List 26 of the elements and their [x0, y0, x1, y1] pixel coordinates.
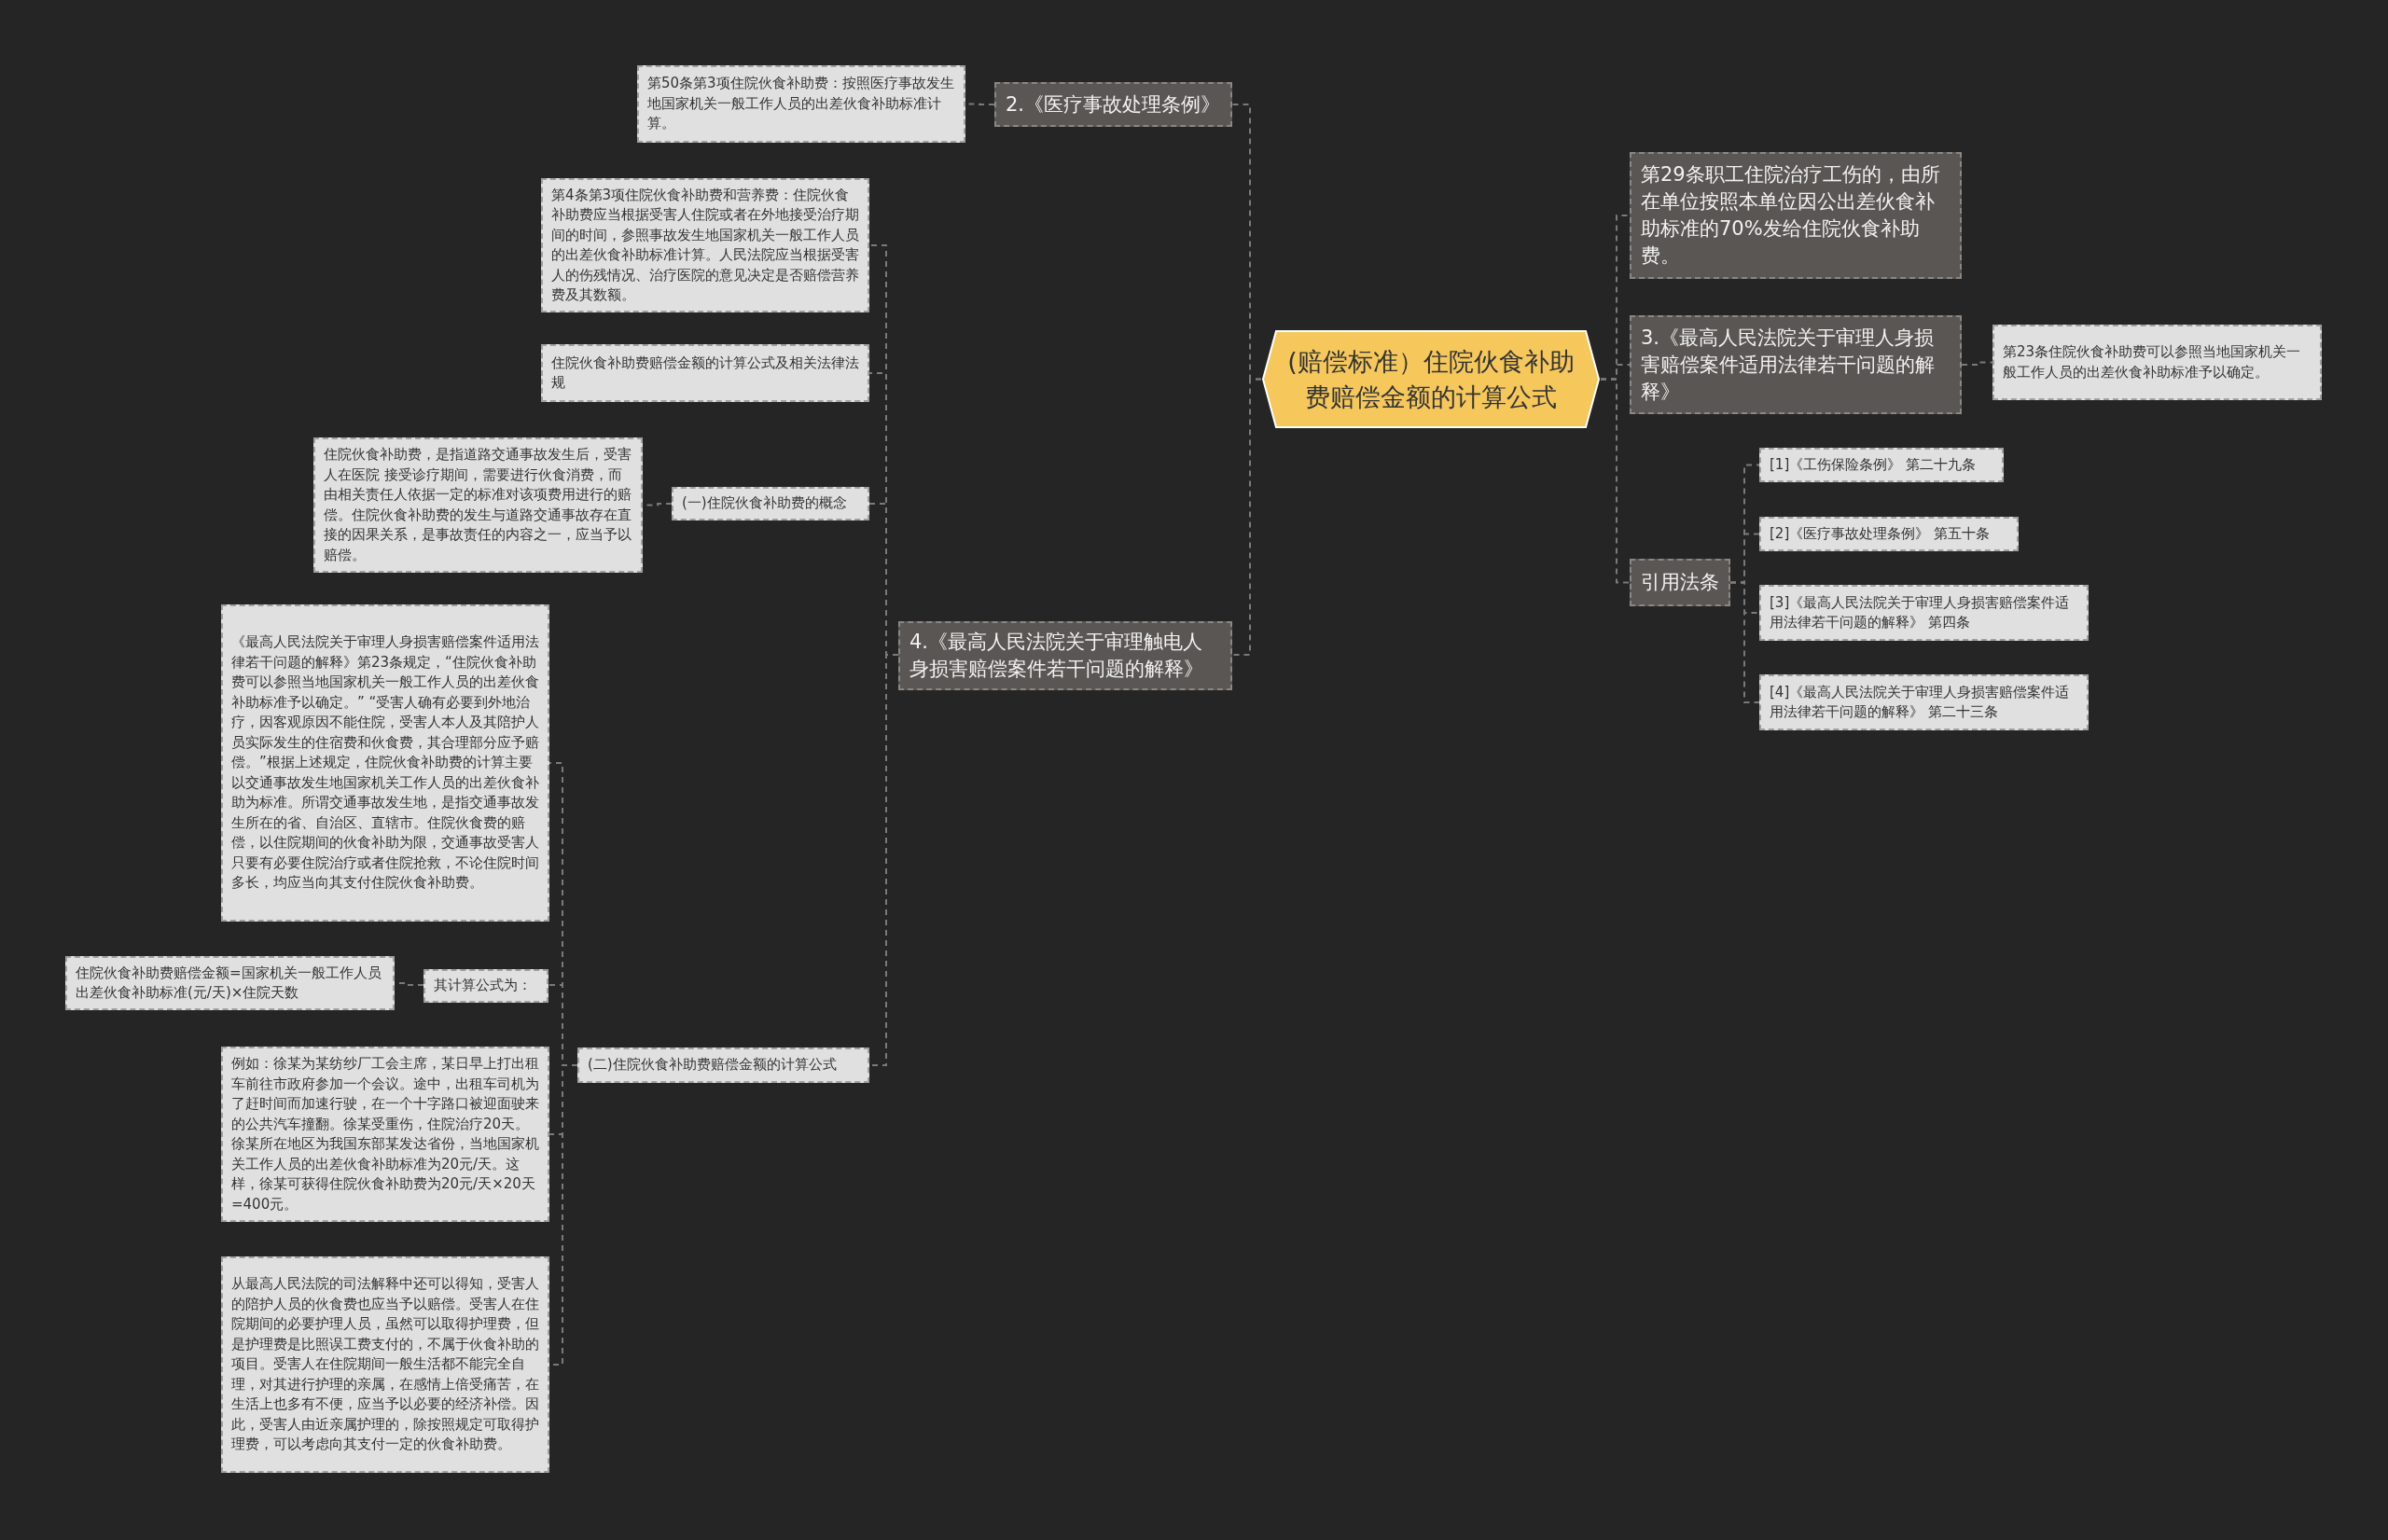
note-box: [2]《医疗事故处理条例》 第五十条: [1759, 517, 2019, 551]
note-box: 第4条第3项住院伙食补助费和营养费：住院伙食补助费应当根据受害人住院或者在外地接受治疗期间的时间，参照事故发生地国家机关一般工作人员的出差伙食补助标准计算。人民法院应当根据受害人的伤残情况、治疗医院的意见决定是否赔偿营养费及其数额。: [541, 178, 869, 312]
topic-box: 第29条职工住院治疗工伤的，由所在单位按照本单位因公出差伙食补助标准的70%发给住院伙食补助费。: [1630, 152, 1962, 279]
central-topic: (赔偿标准）住院伙食补助费赔偿金额的计算公式: [1261, 329, 1601, 429]
note-box: 第50条第3项住院伙食补助费：按照医疗事故发生地国家机关一般工作人员的出差伙食补助标准计算。: [637, 65, 965, 143]
note-box: 例如：徐某为某纺纱厂工会主席，某日早上打出租车前往市政府参加一个会议。途中，出租车司机为了赶时间而加速行驶，在一个十字路口被迎面驶来的公共汽车撞翻。徐某受重伤，住院治疗20天。徐某所在地区为我国东部某发达省份，当地国家机关工作人员的出差伙食补助标准为20元/天。这样，徐某可获得住院伙食补助费为20元/天×20天=400元。: [221, 1047, 549, 1222]
connector: [1600, 378, 1631, 584]
note-box: 《最高人民法院关于审理人身损害赔偿案件适用法律若干问题的解释》第23条规定，“住院伙食补助费可以参照当地国家机关一般工作人员的出差伙食补助标准予以确定。” “受害人确有必要到外地治疗，因客观原因不能住院，受害人本人及其陪护人员实际发生的住宿费和伙食费，其合理部分应予赔偿。”根据上述规定，住院伙食补助费的计算主要以交通事故发生地国家机关工作人员的出差伙食补助为标准。所谓交通事故发生地，是指交通事故发生所在的省、自治区、直辖市。住院伙食费的赔偿，以住院期间的伙食补助为限，交通事故受害人只要有必要住院治疗或者住院抢救，不论住院时间多长，均应当向其支付住院伙食补助费。: [221, 604, 549, 922]
topic-box: 2.《医疗事故处理条例》: [994, 82, 1232, 127]
topic-box: 4.《最高人民法院关于审理触电人身损害赔偿案件若干问题的解释》: [898, 621, 1232, 690]
note-box: 第23条住院伙食补助费可以参照当地国家机关一般工作人员的出差伙食补助标准予以确定。: [1992, 325, 2322, 400]
note-box: [4]《最高人民法院关于审理人身损害赔偿案件适用法律若干问题的解释》 第二十三条: [1759, 674, 2089, 730]
note-box: (二)住院伙食补助费赔偿金额的计算公式: [577, 1047, 869, 1083]
topic-box: 3.《最高人民法院关于审理人身损害赔偿案件适用法律若干问题的解释》: [1630, 315, 1962, 414]
note-box: 住院伙食补助费赔偿金额=国家机关一般工作人员出差伙食补助标准(元/天)×住院天数: [65, 956, 395, 1010]
topic-box: 引用法条: [1630, 559, 1730, 606]
connector: [1231, 378, 1262, 656]
note-box: 住院伙食补助费赔偿金额的计算公式及相关法律法规: [541, 344, 869, 402]
note-box: 住院伙食补助费，是指道路交通事故发生后，受害人在医院 接受诊疗期间，需要进行伙食消费，而由相关责任人依据一定的标准对该项费用进行的赔偿。住院伙食补助费的发生与道路交通事故存在直接的因果关系，是事故责任的内容之一，应当予以赔偿。: [313, 437, 643, 573]
note-box: [1]《工伤保险条例》 第二十九条: [1759, 448, 2004, 482]
note-box: 其计算公式为：: [423, 969, 548, 1003]
note-box: [3]《最高人民法院关于审理人身损害赔偿案件适用法律若干问题的解释》 第四条: [1759, 585, 2089, 641]
connector: [1961, 361, 1993, 366]
connector: [1729, 581, 1760, 703]
note-box: 从最高人民法院的司法解释中还可以得知，受害人的陪护人员的伙食费也应当予以赔偿。受害人在住院期间的必要护理人员，虽然可以取得护理费，但是护理费是比照误工费支付的，不属于伙食补助的项目。受害人在住院期间一般生活都不能完全自理，对其进行护理的亲属，在感情上倍受痛苦，在生活上也多有不便，应当予以必要的经济补偿。因此，受害人由近亲属护理的，除按照规定可取得护理费，可以考虑向其支付一定的伙食补助费。: [221, 1256, 549, 1473]
note-box: (一)住院伙食补助费的概念: [672, 487, 869, 520]
